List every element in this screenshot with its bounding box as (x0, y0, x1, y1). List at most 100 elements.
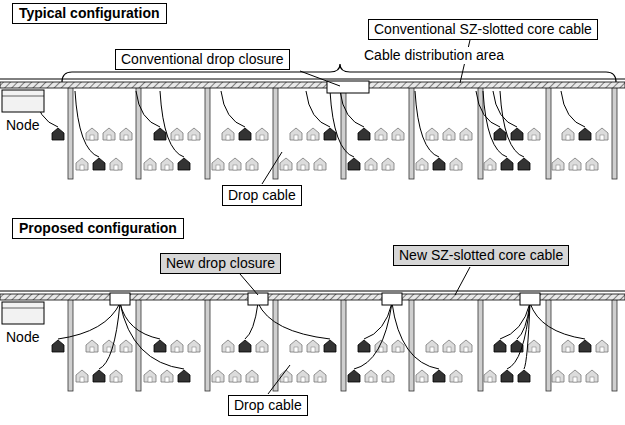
utility-pole (478, 296, 483, 391)
drop-cable-line (120, 303, 160, 339)
house-icon (426, 128, 438, 140)
utility-pole (205, 296, 210, 391)
house-door (369, 377, 373, 382)
utility-pole (612, 296, 617, 391)
house-icon (443, 340, 455, 352)
house-door (80, 377, 84, 382)
house-door (573, 377, 577, 382)
drop-cable-line (340, 91, 364, 127)
house-icon (569, 158, 581, 170)
house-door (430, 135, 434, 140)
house-door (311, 135, 315, 140)
house-door (284, 377, 288, 382)
area-label-text: Cable distribution area (364, 47, 504, 63)
house-door (590, 377, 594, 382)
house-icon (171, 340, 183, 352)
house-icon (579, 128, 591, 140)
house-icon (324, 128, 336, 140)
drop-closure (520, 293, 540, 305)
area-label: Cable distribution area (362, 47, 506, 64)
house-icon (246, 158, 258, 170)
house-door (233, 165, 237, 170)
house-icon (110, 370, 122, 382)
house-icon (365, 370, 377, 382)
house-icon (178, 158, 190, 170)
drop-cable-line (415, 91, 439, 157)
house-icon (484, 158, 496, 170)
house-icon (416, 158, 428, 170)
house-icon (348, 370, 360, 382)
callout-text: Proposed configuration (19, 220, 177, 236)
house-icon (569, 370, 581, 382)
house-icon (324, 340, 336, 352)
callout-text: Conventional SZ-slotted core cable (374, 21, 592, 37)
house-door (250, 165, 254, 170)
callout-text: Typical configuration (19, 5, 160, 21)
drop-cable-line (120, 303, 184, 369)
house-door (532, 135, 536, 140)
house-icon (552, 370, 564, 382)
house-icon (178, 370, 190, 382)
house-icon (256, 128, 268, 140)
drop-cable-line (524, 303, 530, 369)
house-door (90, 135, 94, 140)
node-box-edge (2, 308, 44, 309)
house-door (556, 165, 560, 170)
callout-text: New drop closure (166, 255, 275, 271)
house-icon (52, 340, 64, 352)
house-door (107, 347, 111, 352)
drop-cable-line (306, 91, 330, 127)
house-icon (416, 370, 428, 382)
house-door (301, 377, 305, 382)
house-door (216, 165, 220, 170)
house-door (318, 377, 322, 382)
network-drawing (0, 79, 625, 391)
house-icon (375, 340, 387, 352)
drop-cable-line (476, 91, 500, 127)
house-door (420, 377, 424, 382)
drop-cable-line (561, 91, 585, 127)
callout-box: Drop cable (228, 395, 308, 416)
house-icon (433, 158, 445, 170)
house-door (284, 165, 288, 170)
drop-cable-line (507, 303, 530, 369)
drop-cable-line (136, 91, 160, 127)
house-door (192, 135, 196, 140)
node-box-edge (2, 96, 44, 97)
drop-closure (110, 293, 130, 305)
house-icon (52, 128, 64, 140)
drop-cable-line (483, 91, 507, 157)
house-door (216, 377, 220, 382)
house-door (226, 135, 230, 140)
house-icon (494, 340, 506, 352)
house-icon (171, 128, 183, 140)
house-icon (552, 158, 564, 170)
drop-cable-line (99, 303, 120, 369)
highlight-callout-box: New drop closure (160, 253, 281, 274)
house-door (124, 135, 128, 140)
node-label-text: Node (6, 329, 39, 345)
house-door (379, 347, 383, 352)
house-icon (358, 128, 370, 140)
section-heading-box: Proposed configuration (12, 218, 184, 239)
callout-text: Drop cable (228, 187, 296, 203)
drop-cable-line (221, 91, 245, 127)
utility-pole (68, 296, 73, 391)
house-icon (433, 370, 445, 382)
house-icon (392, 340, 404, 352)
house-icon (314, 158, 326, 170)
node-label: Node (6, 117, 39, 134)
house-icon (484, 370, 496, 382)
drop-cable-line (75, 91, 99, 157)
house-icon (501, 158, 513, 170)
house-icon (212, 370, 224, 382)
house-icon (76, 370, 88, 382)
house-icon (382, 158, 394, 170)
drop-cable-line (530, 303, 585, 339)
utility-pole (68, 84, 73, 179)
house-door (124, 347, 128, 352)
house-icon (86, 128, 98, 140)
drop-cable-line (354, 303, 392, 369)
house-door (600, 135, 604, 140)
